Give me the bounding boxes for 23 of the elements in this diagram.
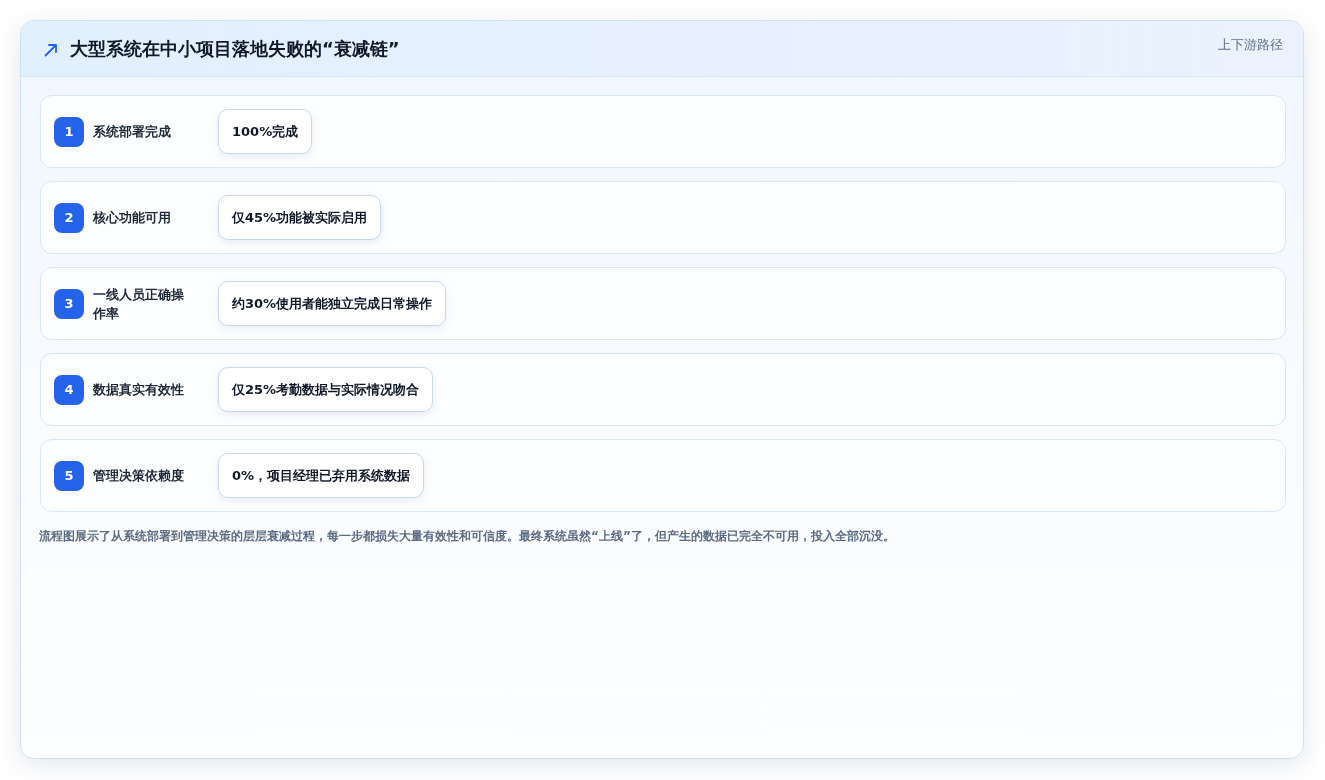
step-row [40,267,1286,340]
step-number: 5 [54,460,84,491]
step-label: 核心功能可用 [93,209,172,227]
card-title: 大型系统在中小项目落地失败的“衰减链” [70,37,400,61]
metric-tag: 仅25%考勤数据与实际情况吻合 [218,367,434,412]
metric-tag: 约30%使用者能独立完成日常操作 [218,281,447,326]
metric-tag: 100%完成 [218,109,313,154]
step-label: 管理决策依赖度 [93,467,185,485]
step-label: 系统部署完成 [93,123,172,141]
step-number: 4 [54,374,84,405]
step-row [40,439,1286,512]
caption-text: 流程图展示了从系统部署到管理决策的层层衰减过程，每一步都损失大量有效性和可信度。最终系统虽然“上线”了，但产生的数据已完全不可用，投入全部沉没。 [39,528,895,545]
step-row [40,353,1286,426]
step-number: 1 [54,116,84,147]
step-label: 数据真实有效性 [93,381,185,399]
metric-tag: 仅45%功能被实际启用 [218,195,382,240]
metric-tag: 0%，项目经理已弃用系统数据 [218,453,425,498]
step-row [40,181,1286,254]
step-number: 3 [54,288,84,319]
header-note: 上下游路径 [1218,36,1283,54]
step-number: 2 [54,202,84,233]
step-label: 一线人员正确操作率 [93,285,185,323]
step-row [40,95,1286,168]
